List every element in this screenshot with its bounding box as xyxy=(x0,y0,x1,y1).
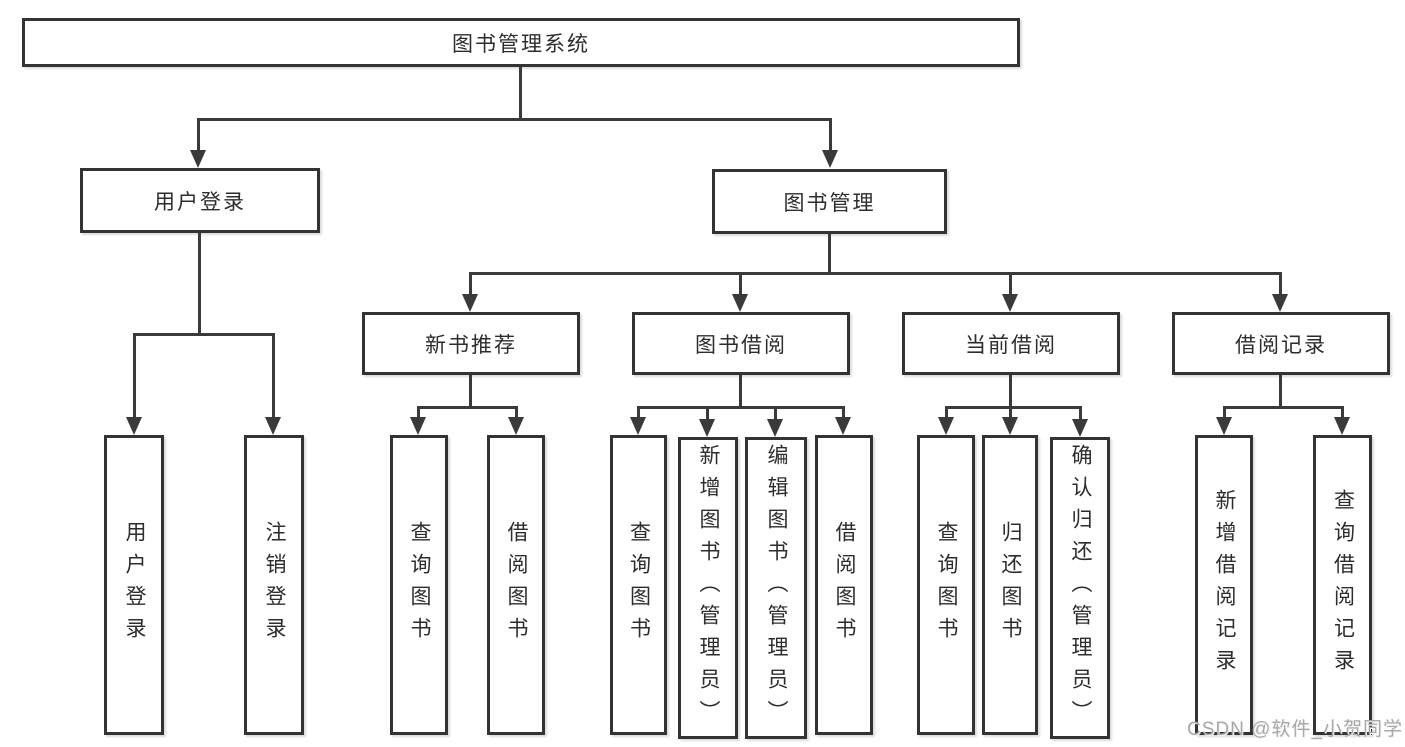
arrowhead-icon xyxy=(1002,294,1018,312)
arrowhead-icon xyxy=(265,417,281,435)
connector-line xyxy=(739,375,742,409)
leaf-borrow-books-borrowing: 借阅图书 xyxy=(815,435,873,735)
connector-line xyxy=(829,118,832,152)
arrowhead-icon xyxy=(835,417,851,435)
leaf-add-book-admin: 新增图书（管理员） xyxy=(678,437,738,739)
connector-line xyxy=(519,67,522,120)
arrowhead-icon xyxy=(1216,417,1232,435)
node-new-book-recommend-label: 新书推荐 xyxy=(425,333,517,357)
arrowhead-icon xyxy=(190,150,206,168)
connector-line xyxy=(197,118,832,121)
connector-line xyxy=(1223,406,1344,409)
leaf-query-books-borrowing-label: 查询图书 xyxy=(627,521,651,649)
leaf-query-books-recommend: 查询图书 xyxy=(390,435,448,735)
connector-line xyxy=(1009,272,1012,298)
arrowhead-icon xyxy=(1272,294,1288,312)
node-user-login: 用户登录 xyxy=(80,168,320,233)
node-borrowing-records: 借阅记录 xyxy=(1172,312,1390,375)
leaf-return-books: 归还图书 xyxy=(982,435,1038,735)
node-borrowing-records-label: 借阅记录 xyxy=(1235,333,1327,357)
connector-line xyxy=(1279,375,1282,409)
arrowhead-icon xyxy=(508,417,524,435)
arrowhead-icon xyxy=(699,419,715,437)
connector-line xyxy=(706,406,709,422)
node-new-book-recommend: 新书推荐 xyxy=(362,312,580,375)
arrowhead-icon xyxy=(767,419,783,437)
node-book-borrowing-label: 图书借阅 xyxy=(695,333,787,357)
connector-line xyxy=(272,333,275,421)
watermark: CSDN @软件_小贺同学 xyxy=(1187,719,1403,740)
connector-line xyxy=(469,272,472,298)
connector-line xyxy=(842,406,845,422)
node-book-borrowing: 图书借阅 xyxy=(632,312,850,375)
arrowhead-icon xyxy=(126,417,142,435)
node-book-management: 图书管理 xyxy=(712,169,947,234)
leaf-logout-label: 注销登录 xyxy=(263,521,286,649)
leaf-edit-book-admin-label: 编辑图书（管理员） xyxy=(765,444,788,732)
leaf-add-borrow-record: 新增借阅记录 xyxy=(1195,435,1253,735)
connector-line xyxy=(417,406,420,422)
leaf-confirm-return-admin-label: 确认归还（管理员） xyxy=(1069,444,1092,732)
leaf-user-login: 用户登录 xyxy=(104,435,164,735)
leaf-add-book-admin-label: 新增图书（管理员） xyxy=(697,444,720,732)
connector-line xyxy=(945,406,1082,409)
connector-line xyxy=(198,233,201,336)
node-current-borrowing: 当前借阅 xyxy=(902,312,1120,375)
leaf-borrow-books-recommend: 借阅图书 xyxy=(487,435,545,735)
leaf-user-login-label: 用户登录 xyxy=(123,521,146,649)
arrowhead-icon xyxy=(938,417,954,435)
connector-line xyxy=(1009,375,1012,409)
connector-line xyxy=(418,406,518,409)
node-current-borrowing-label: 当前借阅 xyxy=(965,333,1057,357)
leaf-query-books-current: 查询图书 xyxy=(917,435,975,735)
connector-line xyxy=(1223,406,1226,422)
leaf-query-borrow-record-label: 查询借阅记录 xyxy=(1331,489,1355,681)
arrowhead-icon xyxy=(732,294,748,312)
arrowhead-icon xyxy=(1002,417,1018,435)
leaf-logout: 注销登录 xyxy=(244,435,304,735)
leaf-edit-book-admin: 编辑图书（管理员） xyxy=(745,437,807,739)
node-root: 图书管理系统 xyxy=(22,18,1020,67)
node-book-management-label: 图书管理 xyxy=(783,191,876,215)
arrowhead-icon xyxy=(462,294,478,312)
leaf-confirm-return-admin: 确认归还（管理员） xyxy=(1050,437,1110,739)
connector-line xyxy=(197,118,200,152)
connector-line xyxy=(1009,406,1012,422)
arrowhead-icon xyxy=(630,417,646,435)
leaf-query-books-recommend-label: 查询图书 xyxy=(408,521,431,649)
connector-line xyxy=(133,333,275,336)
connector-line xyxy=(515,406,518,422)
arrowhead-icon xyxy=(410,417,426,435)
leaf-borrow-books-borrowing-label: 借阅图书 xyxy=(833,521,856,649)
connector-line xyxy=(1079,406,1082,422)
leaf-query-borrow-record: 查询借阅记录 xyxy=(1313,435,1372,735)
leaf-add-borrow-record-label: 新增借阅记录 xyxy=(1213,489,1236,681)
connector-line xyxy=(945,406,948,422)
connector-line xyxy=(1341,406,1344,422)
leaf-return-books-label: 归还图书 xyxy=(999,521,1022,649)
node-root-label: 图书管理系统 xyxy=(452,32,590,56)
connector-line xyxy=(469,375,472,409)
connector-line xyxy=(828,234,831,275)
connector-line xyxy=(470,272,1282,275)
arrowhead-icon xyxy=(1072,419,1088,437)
connector-line xyxy=(1279,272,1282,298)
connector-line xyxy=(739,272,742,298)
leaf-query-books-borrowing: 查询图书 xyxy=(610,435,667,735)
arrowhead-icon xyxy=(1334,417,1350,435)
node-user-login-label: 用户登录 xyxy=(154,190,246,214)
connector-line xyxy=(637,406,845,409)
connector-line xyxy=(637,406,640,422)
arrowhead-icon xyxy=(822,150,838,168)
connector-line xyxy=(774,406,777,422)
leaf-query-books-current-label: 查询图书 xyxy=(935,521,958,649)
leaf-borrow-books-recommend-label: 借阅图书 xyxy=(505,521,528,649)
connector-line xyxy=(133,333,136,421)
